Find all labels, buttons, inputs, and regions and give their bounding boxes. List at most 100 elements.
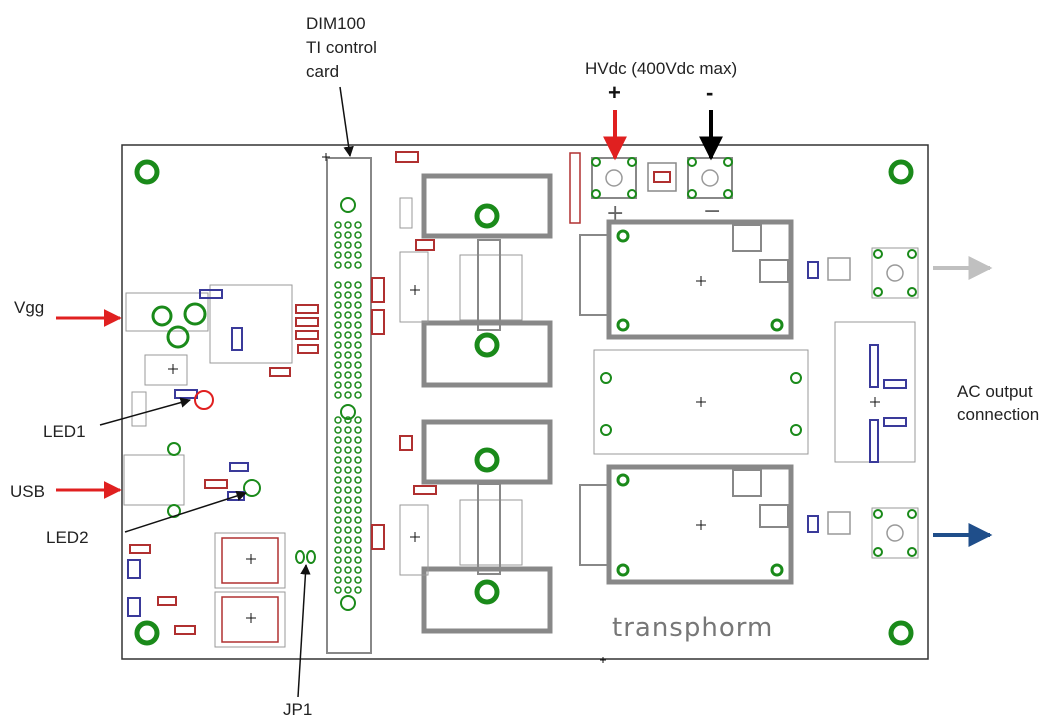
connector-pin xyxy=(354,536,362,544)
connector-pin xyxy=(354,331,362,339)
connector-pin xyxy=(354,456,362,464)
connector-pin xyxy=(334,426,342,434)
connector-pin xyxy=(344,291,352,299)
connector-pin xyxy=(334,221,342,229)
lower-left-ics xyxy=(127,532,316,648)
connector-pin xyxy=(334,446,342,454)
connector-pin xyxy=(354,391,362,399)
connector-pin xyxy=(344,381,352,389)
connector-pin xyxy=(344,311,352,319)
connector-pin xyxy=(344,371,352,379)
connector-pin xyxy=(354,351,362,359)
led2-pointer-line xyxy=(124,490,247,533)
dim100-connector xyxy=(326,157,372,654)
connector-pin xyxy=(344,361,352,369)
connector-pin xyxy=(354,506,362,514)
dim100-label: DIM100 xyxy=(306,14,366,33)
connector-pin xyxy=(344,526,352,534)
led2-label: LED2 xyxy=(46,528,89,547)
vgg-connector xyxy=(125,284,319,427)
connector-pin xyxy=(334,536,342,544)
connector-pin xyxy=(334,291,342,299)
connector-pin xyxy=(334,391,342,399)
connector-pin xyxy=(334,261,342,269)
connector-pin xyxy=(334,576,342,584)
connector-pin xyxy=(354,416,362,424)
ti-control-label: TI control xyxy=(306,38,377,57)
connector-pin xyxy=(334,486,342,494)
pcb-outline xyxy=(121,144,929,660)
connector-pin xyxy=(334,476,342,484)
connector-pin xyxy=(354,476,362,484)
connector-pin xyxy=(344,261,352,269)
connector-pin xyxy=(344,416,352,424)
connector-pin xyxy=(344,496,352,504)
connector-pin xyxy=(344,391,352,399)
connector-pin xyxy=(334,241,342,249)
connector-pin xyxy=(354,436,362,444)
usb-connector xyxy=(123,442,261,518)
jp1-pointer-line xyxy=(297,563,311,698)
connector-pin xyxy=(354,301,362,309)
connector-pin xyxy=(344,466,352,474)
connector-pin xyxy=(334,251,342,259)
connector-pin xyxy=(334,546,342,554)
connector-pin xyxy=(334,496,342,504)
mounting-holes xyxy=(134,159,914,646)
connector-pin xyxy=(344,536,352,544)
connector-pin xyxy=(344,241,352,249)
inductors xyxy=(579,219,794,585)
connector-pin xyxy=(354,311,362,319)
connector-pin xyxy=(334,466,342,474)
connector-pin xyxy=(354,221,362,229)
connector-pin xyxy=(354,241,362,249)
connector-pin xyxy=(344,546,352,554)
connector-pin xyxy=(344,516,352,524)
silk-minus: − xyxy=(703,199,721,224)
connector-pin xyxy=(354,381,362,389)
connector-pin xyxy=(334,526,342,534)
hvdc-minus-sign: - xyxy=(706,80,714,105)
connector-pin xyxy=(354,566,362,574)
connector-pin xyxy=(354,526,362,534)
connector-pin xyxy=(344,586,352,594)
silk-crosses xyxy=(168,153,880,663)
connector-pin xyxy=(344,486,352,494)
usb-label: USB xyxy=(10,482,45,501)
connector-pin xyxy=(344,321,352,329)
hvdc-terminals xyxy=(569,152,733,224)
connector-pin xyxy=(344,221,352,229)
hvdc-plus-sign: + xyxy=(608,80,621,105)
connector-pin xyxy=(344,301,352,309)
connector-pin xyxy=(334,371,342,379)
connector-pin xyxy=(354,231,362,239)
card-label: card xyxy=(306,62,340,81)
connector-pin xyxy=(354,426,362,434)
connector-pin xyxy=(354,496,362,504)
connector-pin xyxy=(354,446,362,454)
led1-pointer-line xyxy=(99,397,192,426)
connector-pin xyxy=(344,231,352,239)
connector-pin xyxy=(334,456,342,464)
vgg-label: Vgg xyxy=(14,298,45,317)
transphorm-logo: transphorm xyxy=(612,613,774,643)
connector-pin xyxy=(334,586,342,594)
connector-pin xyxy=(334,506,342,514)
connector-pin xyxy=(334,516,342,524)
connector-pin xyxy=(344,251,352,259)
connector-pin xyxy=(344,456,352,464)
connector-pin xyxy=(344,566,352,574)
connector-pin xyxy=(354,466,362,474)
connector-pin xyxy=(354,576,362,584)
led1-label: LED1 xyxy=(43,422,86,441)
connector-pin xyxy=(354,261,362,269)
connector-pin xyxy=(344,506,352,514)
connector-pin xyxy=(354,341,362,349)
dim100-pointer-line xyxy=(339,86,354,158)
connector-pin xyxy=(334,556,342,564)
connector-pin xyxy=(344,331,352,339)
connector-pin xyxy=(354,486,362,494)
connector-pin xyxy=(334,351,342,359)
connector-pin xyxy=(354,321,362,329)
